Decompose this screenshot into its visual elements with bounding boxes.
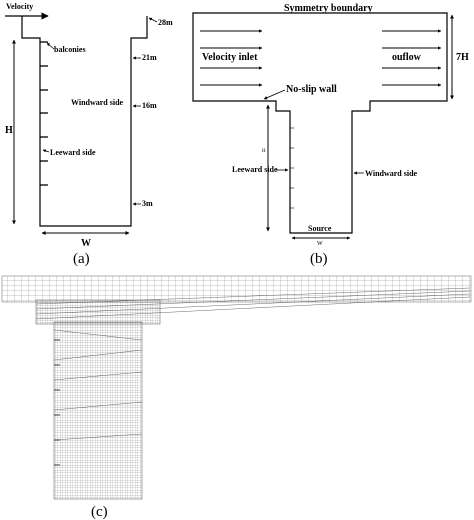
height-mark-3m: 3m	[142, 199, 153, 208]
height-mark-21m: 21m	[142, 53, 157, 62]
windward-label-b: Windward side	[365, 169, 418, 178]
leeward-label-a: Leeward side	[50, 148, 96, 157]
windward-label-a: Windward side	[71, 98, 124, 107]
leeward-pointer-a	[42, 149, 50, 153]
mesh-fan-lines	[35, 287, 471, 441]
height-mark-28m-arrow	[148, 17, 158, 23]
width-label-a: W	[81, 238, 91, 249]
balconies-pointer	[46, 42, 55, 50]
leeward-label-b: Leeward side	[232, 165, 278, 174]
inlet-arrows	[200, 29, 263, 87]
height-mark-28m: 28m	[158, 18, 173, 27]
caption-c: (c)	[91, 504, 108, 520]
balconies-label: balconies	[54, 45, 86, 54]
mesh-canyon	[53, 321, 143, 500]
panel-c: (c)	[1, 275, 472, 520]
no-slip-wall-label: No-slip wall	[286, 84, 337, 95]
wall-ticks	[290, 127, 294, 209]
height-label-a: H	[5, 125, 13, 136]
height-label-b: H	[262, 149, 266, 154]
balconies	[40, 41, 48, 186]
caption-b: (b)	[310, 251, 328, 267]
domain-outline	[192, 12, 448, 234]
velocity-label: Velocity	[6, 2, 33, 11]
mesh-upper-field	[1, 275, 472, 303]
height-mark-16m: 16m	[142, 101, 157, 110]
panel-a: Velocity balconies 28m 21m 16m 3m Windwa…	[5, 2, 173, 267]
velocity-inlet-label: Velocity inlet	[202, 52, 258, 63]
building-outline	[21, 16, 148, 227]
outflow-arrows	[382, 29, 442, 87]
no-slip-pointer	[263, 89, 286, 100]
width-label-b: W	[317, 241, 323, 247]
mesh-balconies	[54, 339, 60, 466]
source-label: Source	[308, 224, 332, 233]
domain-height-label: 7H	[456, 52, 469, 63]
mesh-roof-band	[35, 299, 161, 325]
caption-a: (a)	[73, 251, 90, 267]
outflow-label: ouflow	[392, 52, 422, 63]
panel-b: Symmetry boundary Velocity inlet ouflow …	[192, 3, 469, 267]
symmetry-boundary-label: Symmetry boundary	[284, 3, 373, 14]
